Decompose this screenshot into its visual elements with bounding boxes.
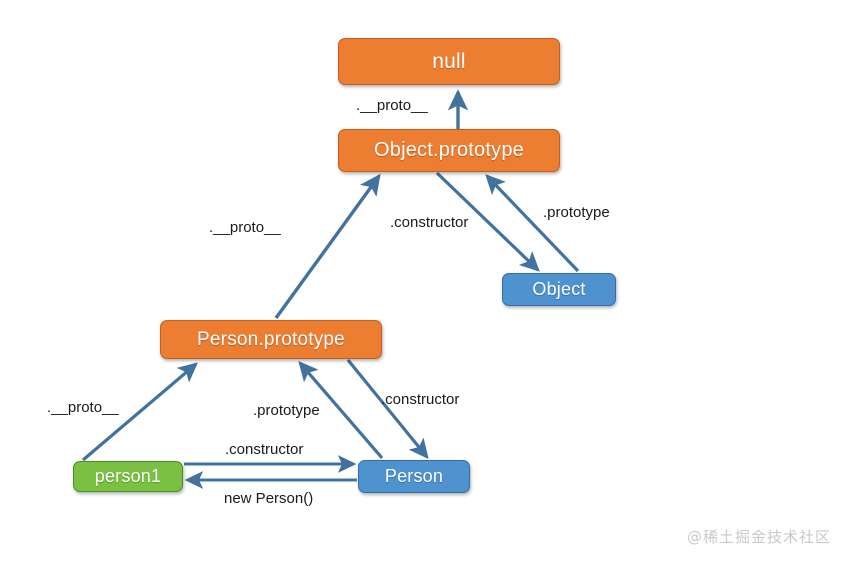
- edge-label-person-to-person1: new Person(): [224, 490, 314, 507]
- edge-object-to-objproto: [485, 174, 580, 273]
- edge-label-person-to-personproto: .prototype: [253, 402, 320, 419]
- edge-label-objproto-to-object: .constructor: [390, 214, 469, 231]
- edge-person1-to-personproto: [81, 362, 198, 462]
- watermark: @稀土掘金技术社区: [686, 528, 831, 546]
- edge-personproto-to-person: [346, 358, 429, 459]
- edge-person-to-personproto: [298, 361, 384, 460]
- edge-label-person1-to-person: .constructor: [225, 441, 304, 458]
- edge-personproto-to-objproto: [274, 173, 381, 319]
- node-null[interactable]: null: [338, 38, 560, 85]
- node-object[interactable]: Object: [502, 273, 616, 306]
- edge-label-objproto-to-null: .__proto__: [356, 97, 428, 114]
- edge-label-personproto-to-objproto: .__proto__: [209, 219, 281, 236]
- node-object-prototype[interactable]: Object.prototype: [338, 129, 560, 172]
- edge-label-object-to-objproto: .prototype: [543, 204, 610, 221]
- edge-label-person1-to-personproto: .__proto__: [47, 399, 119, 416]
- node-person1[interactable]: person1: [73, 461, 183, 492]
- node-person[interactable]: Person: [358, 460, 470, 493]
- edge-label-personproto-to-person: .constructor: [381, 391, 460, 408]
- node-person-prototype[interactable]: Person.prototype: [160, 320, 382, 359]
- edge-objproto-to-object: [435, 171, 540, 272]
